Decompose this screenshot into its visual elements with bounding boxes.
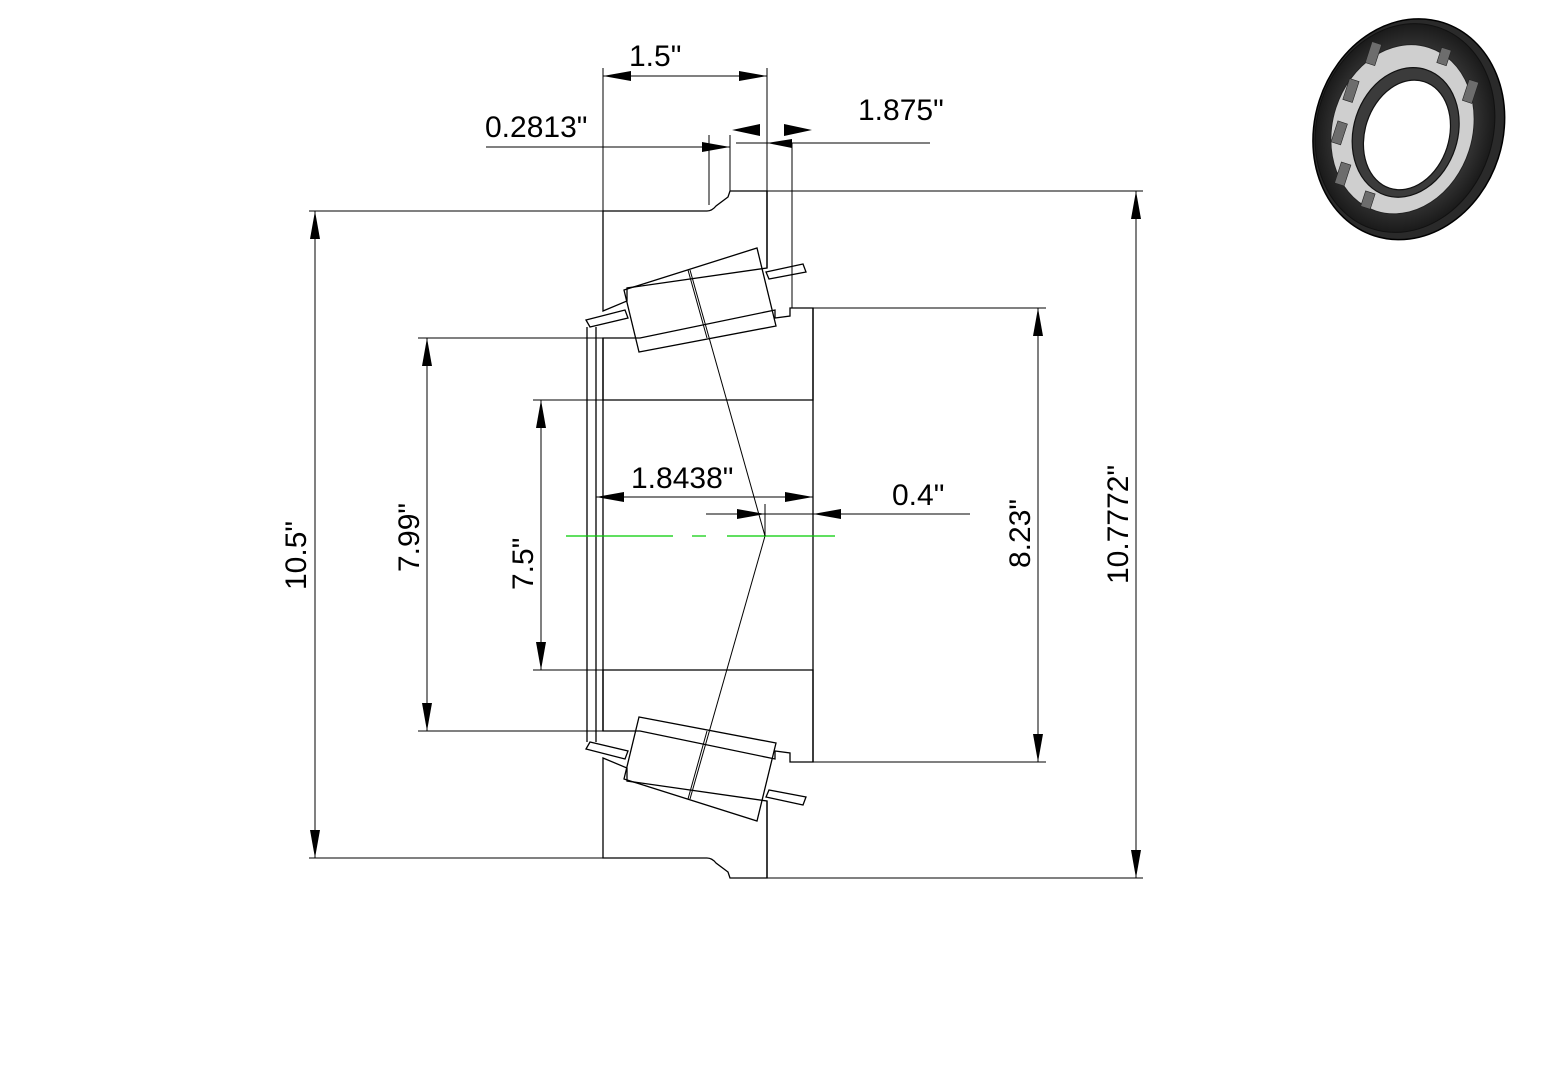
lower-cage-top	[765, 789, 807, 806]
lower-cone-section	[602, 669, 814, 763]
bearing-cross-section	[585, 190, 814, 879]
dim-cone-large-od: 7.99"	[393, 337, 603, 732]
dim-cone-offset-label: 0.4"	[892, 479, 944, 512]
dim-width-outer-label: 1.5"	[629, 40, 681, 73]
dim-bore-label: 7.5"	[507, 538, 540, 590]
dim-cup-od-label: 10.5"	[280, 521, 313, 590]
flanged-tapered-roller-bearing-icon	[1312, 18, 1506, 241]
lower-cage-bottom	[585, 741, 629, 760]
upper-cup-section	[602, 190, 768, 312]
upper-cone-section	[602, 307, 814, 401]
upper-roller	[623, 247, 777, 353]
dim-cone-width-label: 1.8438"	[631, 462, 733, 495]
dim-flange-width-label: 1.875"	[858, 94, 944, 127]
dim-flange-od: 10.7772"	[767, 190, 1143, 879]
dim-bore: 7.5"	[507, 399, 603, 671]
upper-cage-bottom	[585, 309, 629, 328]
lower-roller	[623, 716, 777, 822]
dim-width-outer: 1.5"	[602, 40, 768, 211]
lower-cup-section	[602, 757, 768, 879]
dim-flange-width: 1.875"	[732, 94, 944, 308]
dim-cone-large-od-label: 7.99"	[393, 503, 426, 572]
dim-flange-od-label: 10.7772"	[1102, 465, 1135, 584]
dim-cone-width: 1.8438"	[596, 462, 813, 502]
dim-cup-od: 10.5"	[280, 210, 603, 859]
dim-flange-step-label: 0.2813"	[485, 111, 587, 144]
upper-cage-top	[765, 263, 807, 280]
dim-flange-step: 0.2813"	[485, 111, 731, 205]
dim-cone-backface: 8.23"	[813, 307, 1046, 763]
dim-cone-backface-label: 8.23"	[1004, 499, 1037, 568]
dim-cone-offset: 0.4"	[706, 479, 970, 536]
